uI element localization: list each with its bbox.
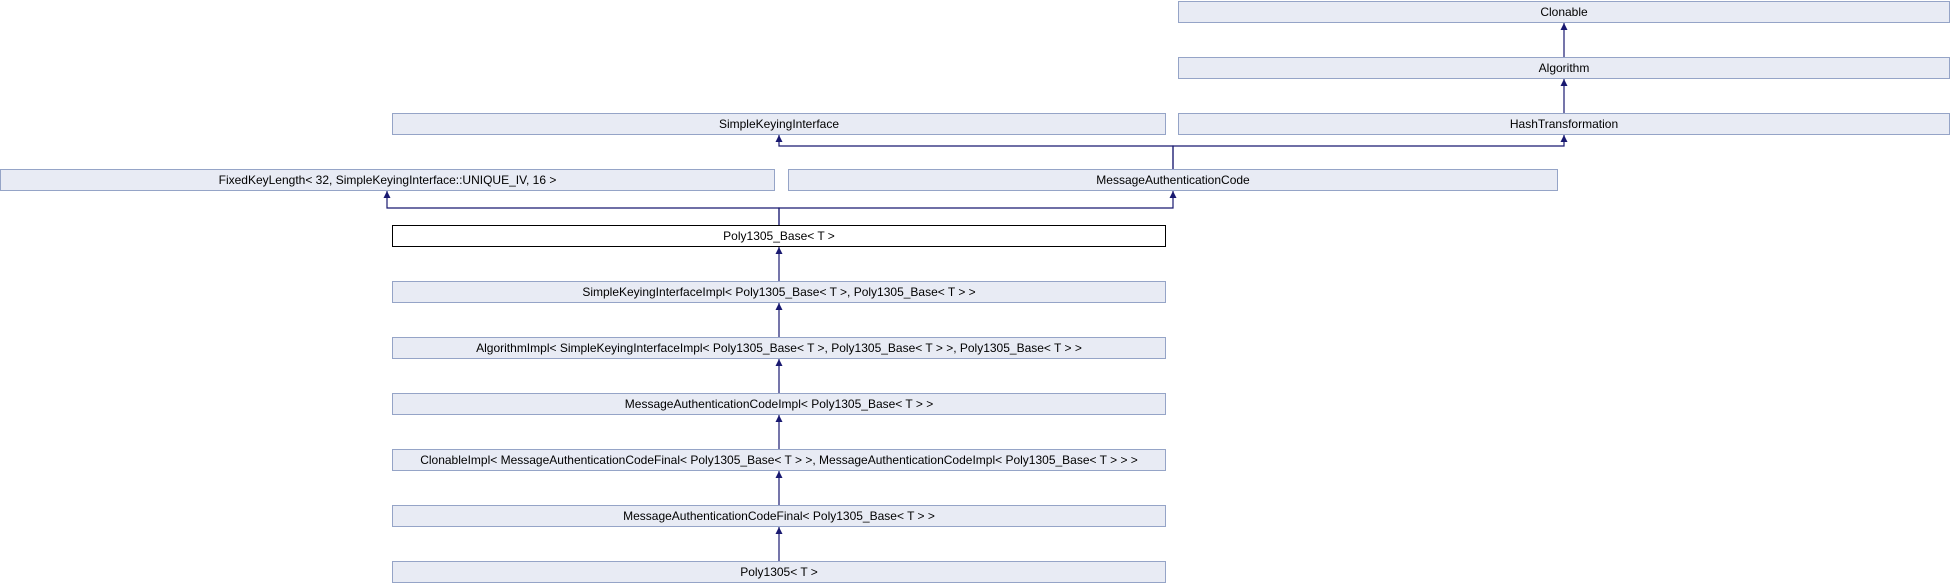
arrowhead-icon <box>1560 79 1568 86</box>
arrowhead-icon <box>775 471 783 478</box>
arrowhead-icon <box>775 135 783 142</box>
arrowhead-icon <box>775 247 783 254</box>
inheritance-edge-message-authentication-code-to-simple-keying-interface <box>775 135 1174 169</box>
inheritance-edge-message-authentication-code-impl-to-algorithm-impl <box>775 359 783 393</box>
inheritance-edge-message-authentication-code-final-to-clonable-impl <box>775 471 783 505</box>
arrowhead-icon <box>383 191 391 198</box>
inheritance-edge-algorithm-impl-to-simple-keying-interface-impl <box>775 303 783 337</box>
inheritance-edge-poly1305-to-message-authentication-code-final <box>775 527 783 561</box>
class-node-fixed-key-length[interactable]: FixedKeyLength< 32, SimpleKeyingInterfac… <box>0 169 775 191</box>
class-node-simple-keying-interface-impl[interactable]: SimpleKeyingInterfaceImpl< Poly1305_Base… <box>392 281 1166 303</box>
class-node-simple-keying-interface[interactable]: SimpleKeyingInterface <box>392 113 1166 135</box>
class-node-poly1305[interactable]: Poly1305< T > <box>392 561 1166 583</box>
arrowhead-icon <box>775 527 783 534</box>
class-node-algorithm-impl[interactable]: AlgorithmImpl< SimpleKeyingInterfaceImpl… <box>392 337 1166 359</box>
inheritance-edge-message-authentication-code-to-hash-transformation <box>1172 135 1568 169</box>
inheritance-edge-poly1305-base-to-message-authentication-code <box>778 191 1177 225</box>
class-node-poly1305-base: Poly1305_Base< T > <box>392 225 1166 247</box>
arrowhead-icon <box>775 415 783 422</box>
arrowhead-icon <box>1560 23 1568 30</box>
arrowhead-icon <box>775 303 783 310</box>
arrowhead-icon <box>775 359 783 366</box>
arrowhead-icon <box>1560 135 1568 142</box>
class-node-message-authentication-code-final[interactable]: MessageAuthenticationCodeFinal< Poly1305… <box>392 505 1166 527</box>
class-node-algorithm[interactable]: Algorithm <box>1178 57 1950 79</box>
class-node-clonable[interactable]: Clonable <box>1178 1 1950 23</box>
class-node-message-authentication-code-impl[interactable]: MessageAuthenticationCodeImpl< Poly1305_… <box>392 393 1166 415</box>
inheritance-edge-simple-keying-interface-impl-to-poly1305-base <box>775 247 783 281</box>
inheritance-edge-algorithm-to-clonable <box>1560 23 1568 57</box>
class-node-clonable-impl[interactable]: ClonableImpl< MessageAuthenticationCodeF… <box>392 449 1166 471</box>
inheritance-edge-clonable-impl-to-message-authentication-code-impl <box>775 415 783 449</box>
inheritance-edge-poly1305-base-to-fixed-key-length <box>383 191 780 225</box>
class-node-hash-transformation[interactable]: HashTransformation <box>1178 113 1950 135</box>
arrowhead-icon <box>1169 191 1177 198</box>
class-node-message-authentication-code[interactable]: MessageAuthenticationCode <box>788 169 1558 191</box>
inheritance-edge-hash-transformation-to-algorithm <box>1560 79 1568 113</box>
